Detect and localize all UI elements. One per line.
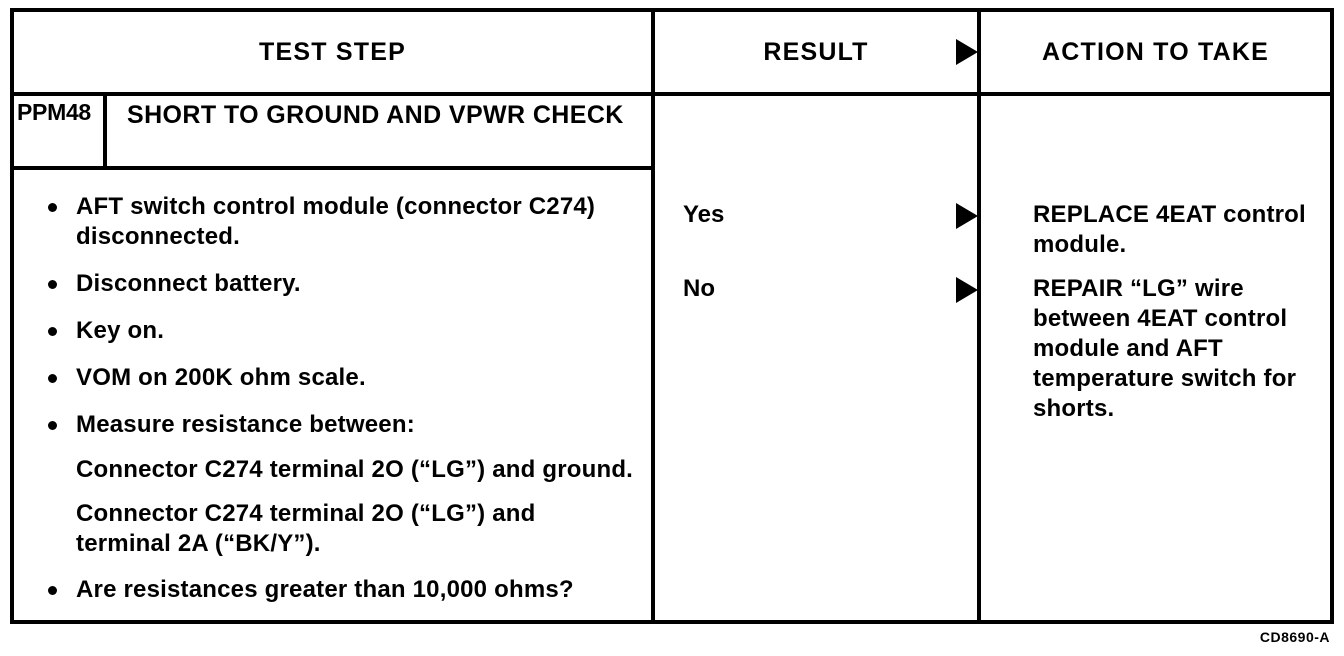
list-item-text: Are resistances greater than 10,000 ohms…	[76, 576, 574, 603]
right-triangle-icon	[956, 203, 978, 229]
column-divider-result	[651, 8, 655, 624]
column-header-action-to-take: ACTION TO TAKE	[1042, 37, 1269, 66]
column-divider-action	[977, 8, 981, 624]
bullet-icon	[48, 374, 57, 383]
list-item: Measure resistance between:	[42, 410, 637, 440]
list-item: Are resistances greater than 10,000 ohms…	[42, 575, 637, 605]
result-label: No	[683, 275, 715, 302]
step-code-badge: PPM48	[14, 96, 107, 166]
list-item-text: Connector C274 terminal 2O (“LG”) and gr…	[76, 456, 634, 483]
column-header-test-step: TEST STEP	[259, 37, 406, 66]
result-column: Yes No	[655, 170, 978, 628]
list-item: AFT switch control module (connector C27…	[42, 192, 637, 252]
list-item-text: Connector C274 terminal 2O (“LG”) and te…	[76, 500, 536, 557]
table-header-row: TEST STEP RESULT ACTION TO TAKE	[14, 12, 1330, 96]
list-item-text: Measure resistance between:	[76, 411, 415, 438]
diagnostic-test-step-table: TEST STEP RESULT ACTION TO TAKE PPM48 SH…	[10, 8, 1334, 624]
list-item-sub: Connector C274 terminal 2O (“LG”) and gr…	[42, 455, 637, 485]
bullet-icon	[48, 421, 57, 430]
test-step-instruction-list: AFT switch control module (connector C27…	[14, 170, 651, 622]
list-item: Disconnect battery.	[42, 269, 637, 299]
action-text: REPAIR “LG” wire between 4EAT control mo…	[1033, 275, 1297, 422]
list-item-text: Key on.	[76, 317, 165, 344]
column-header-result: RESULT	[655, 12, 978, 92]
column-header-result-label: RESULT	[763, 37, 869, 66]
result-label: Yes	[683, 201, 725, 228]
step-title-row: PPM48 SHORT TO GROUND AND VPWR CHECK	[14, 96, 651, 170]
list-item: Key on.	[42, 316, 637, 346]
bullet-icon	[48, 327, 57, 336]
list-item-text: VOM on 200K ohm scale.	[76, 364, 366, 391]
bullet-icon	[48, 203, 57, 212]
right-triangle-icon	[956, 39, 978, 65]
right-triangle-icon	[956, 277, 978, 303]
figure-reference-code: CD8690-A	[1259, 629, 1330, 645]
list-item-sub: Connector C274 terminal 2O (“LG”) and te…	[42, 499, 637, 559]
result-row: Yes	[655, 200, 978, 240]
action-text: REPLACE 4EAT control module.	[1033, 201, 1306, 258]
list-item-text: AFT switch control module (connector C27…	[76, 193, 596, 250]
list-item: VOM on 200K ohm scale.	[42, 363, 637, 393]
list-item-text: Disconnect battery.	[76, 270, 301, 297]
bullet-icon	[48, 586, 57, 595]
bullet-icon	[48, 280, 57, 289]
step-title: SHORT TO GROUND AND VPWR CHECK	[127, 101, 624, 129]
result-row: No	[655, 274, 978, 314]
action-column: REPLACE 4EAT control module. REPAIR “LG”…	[981, 170, 1330, 628]
